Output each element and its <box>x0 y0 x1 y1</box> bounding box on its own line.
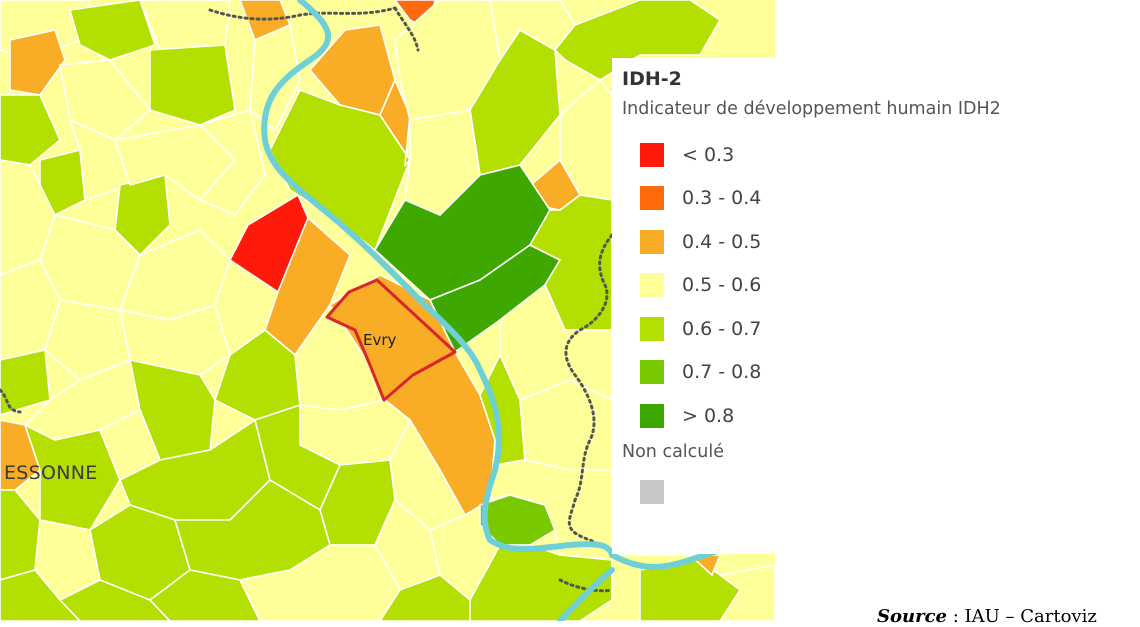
legend-item: 0.5 - 0.6 <box>640 264 1140 308</box>
commune-polygon[interactable] <box>59 59 152 141</box>
commune-polygon[interactable] <box>228 193 309 294</box>
evry-highlight-outline[interactable] <box>325 278 457 402</box>
commune-polygon[interactable] <box>0 94 61 166</box>
commune-polygon[interactable] <box>9 29 66 96</box>
legend-label: 0.7 - 0.8 <box>682 361 762 384</box>
commune-polygon[interactable] <box>379 77 412 168</box>
river-seine <box>261 0 615 558</box>
commune-polygons <box>0 0 775 621</box>
legend-item: 0.6 - 0.7 <box>640 307 1140 351</box>
legend-swatch <box>640 403 664 428</box>
source-label: Source <box>877 606 947 627</box>
commune-polygon[interactable] <box>0 419 41 491</box>
legend-swatch <box>640 273 664 298</box>
legend-swatch <box>640 360 664 385</box>
legend-title: IDH-2 <box>622 68 682 90</box>
legend-swatch <box>640 229 664 254</box>
legend-label: < 0.3 <box>682 143 735 166</box>
commune-polygon[interactable] <box>68 0 157 61</box>
legend-subtitle: Indicateur de développement humain IDH2 <box>622 99 1001 119</box>
legend-swatch <box>640 186 664 211</box>
legend-label: 0.6 - 0.7 <box>682 317 762 340</box>
legend-label: 0.4 - 0.5 <box>682 230 762 253</box>
commune-polygon[interactable] <box>249 23 301 132</box>
legend-na-swatch <box>640 479 664 504</box>
commune-polygon[interactable] <box>23 423 121 531</box>
legend-item: 0.7 - 0.8 <box>640 351 1140 395</box>
river-seine-branch <box>557 567 615 621</box>
legend-label: 0.5 - 0.6 <box>682 274 762 297</box>
legend-label: 0.3 - 0.4 <box>682 187 762 210</box>
source-text: : IAU – Cartoviz <box>947 606 1097 627</box>
commune-polygon[interactable] <box>149 44 236 126</box>
legend-item: < 0.3 <box>640 133 1140 177</box>
source-note: Source : IAU – Cartoviz <box>877 606 1097 627</box>
legend-classes: < 0.3 0.3 - 0.4 0.4 - 0.5 0.5 - 0.6 0.6 … <box>640 133 1140 438</box>
legend-item: 0.3 - 0.4 <box>640 177 1140 221</box>
legend-na-label: Non calculé <box>622 441 725 462</box>
commune-polygon[interactable] <box>480 0 576 63</box>
legend-item: 0.4 - 0.5 <box>640 220 1140 264</box>
legend-swatch <box>640 316 664 341</box>
map-legend: IDH-2 Indicateur de développement humain… <box>612 58 1140 554</box>
legend-label: > 0.8 <box>682 404 735 427</box>
legend-swatch <box>640 142 664 167</box>
legend-item: > 0.8 <box>640 394 1140 438</box>
commune-polygon[interactable] <box>553 0 722 81</box>
commune-polygon[interactable] <box>238 544 401 621</box>
